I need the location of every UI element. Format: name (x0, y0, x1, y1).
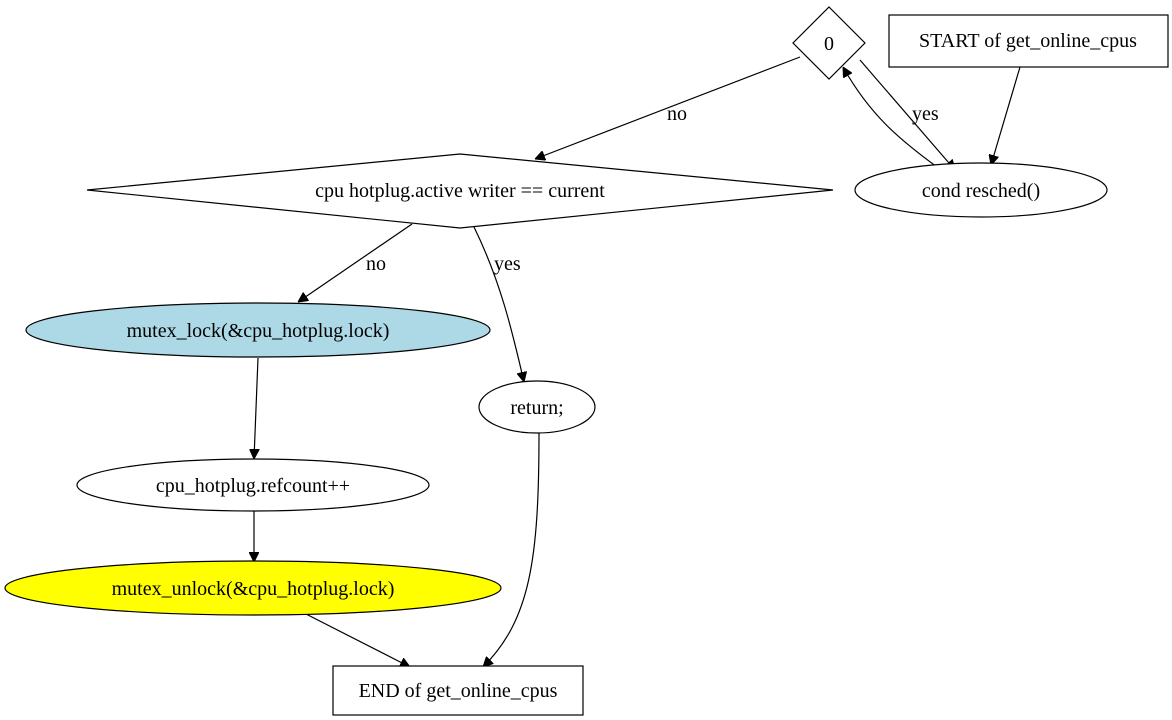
node-writer-check: cpu hotplug.active writer == current (86, 153, 834, 229)
edge-label-loop-yes: yes (912, 103, 939, 125)
edge-label-writer-no: no (366, 253, 386, 275)
node-mutex-unlock: mutex_unlock(&cpu_hotplug.lock) (4, 560, 502, 616)
node-cond-resched-label: cond resched() (922, 180, 1040, 202)
node-start: START of get_online_cpus (888, 14, 1169, 68)
node-refcount-label: cpu_hotplug.refcount++ (156, 475, 350, 497)
node-mutex-lock: mutex_lock(&cpu_hotplug.lock) (25, 302, 491, 358)
edge-mutex-unlock-to-end (305, 613, 410, 668)
edge-loop-cond-no-to-writer-check (535, 56, 801, 159)
node-mutex-lock-label: mutex_lock(&cpu_hotplug.lock) (127, 320, 390, 342)
node-mutex-unlock-shape (4, 560, 502, 616)
edge-return-to-end (483, 432, 540, 667)
edge-mutex-lock-to-refcount (254, 357, 258, 459)
node-refcount: cpu_hotplug.refcount++ (76, 458, 430, 512)
edge-start-to-cond-resched (991, 66, 1021, 165)
node-return-label: return; (510, 397, 563, 419)
node-return: return; (478, 380, 596, 434)
node-writer-check-label: cpu hotplug.active writer == current (315, 180, 605, 202)
edge-loop-cond-yes-to-cond-resched (859, 59, 955, 170)
node-loop-condition-label: 0 (824, 33, 834, 55)
node-end: END of get_online_cpus (332, 665, 584, 716)
node-loop-condition: 0 (792, 6, 866, 80)
node-mutex-lock-shape (25, 302, 491, 358)
edge-writer-check-no-to-mutex-lock (298, 223, 413, 302)
edge-writer-check-yes-to-return (473, 226, 524, 382)
node-mutex-unlock-label: mutex_unlock(&cpu_hotplug.lock) (112, 578, 395, 600)
node-start-label: START of get_online_cpus (919, 30, 1137, 52)
edge-label-loop-no: no (667, 103, 687, 125)
node-end-label: END of get_online_cpus (359, 680, 558, 702)
node-cond-resched: cond resched() (854, 162, 1108, 218)
edge-cond-resched-to-loop-cond (843, 67, 938, 168)
edge-label-writer-yes: yes (494, 253, 521, 275)
